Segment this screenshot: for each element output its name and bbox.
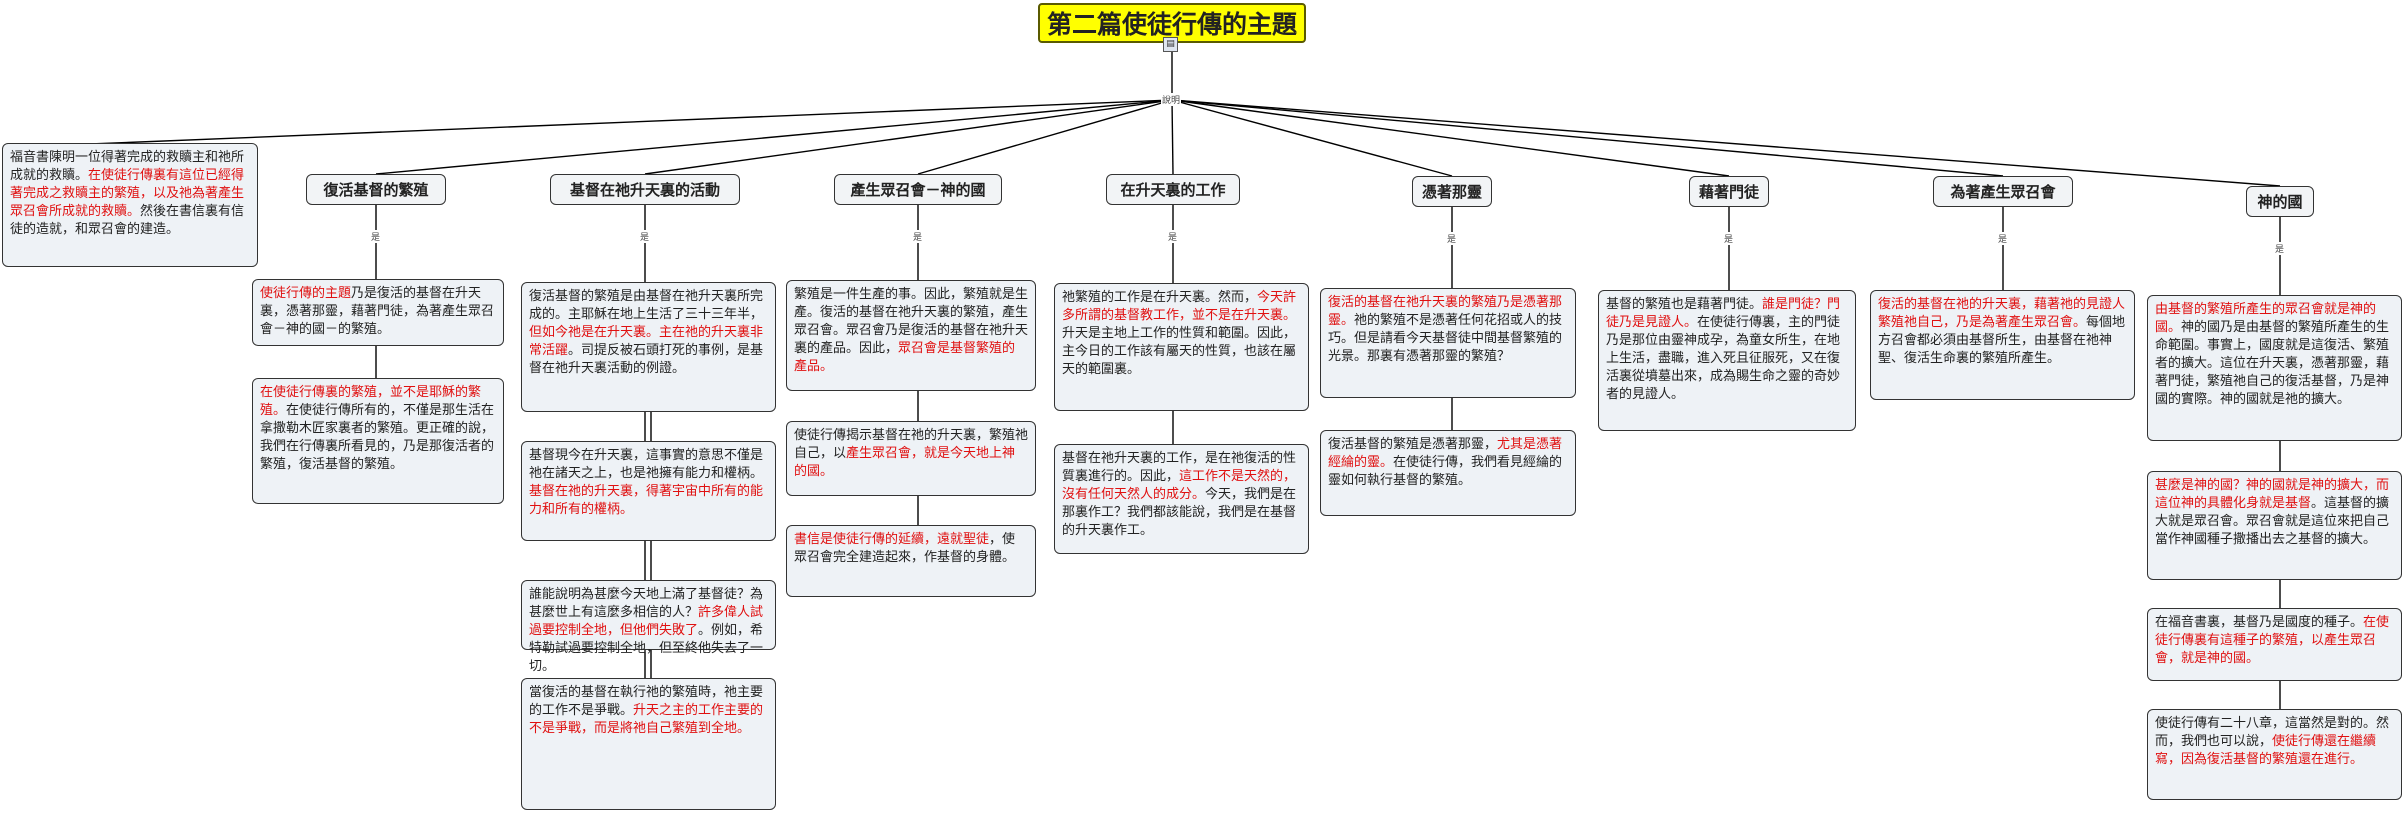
relation-label: 是 [370,230,382,243]
note-b6-1[interactable]: 基督的繁殖也是藉著門徒。誰是門徒？門徒乃是見證人。在使徒行傳裏，主的門徒乃是那位… [1598,290,1856,431]
note-b2-4[interactable]: 當復活的基督在執行祂的繁殖時，祂主要的工作不是爭戰。升天之主的工作主要的不是爭戰… [521,678,776,810]
intro-note[interactable]: 福音書陳明一位得著完成的救贖主和祂所成就的救贖。在使徒行傳裏有這位已經得著完成之… [2,143,258,267]
relation-label: 是 [1997,232,2009,245]
note-text: 升天是主地上工作的性質和範圍。因此，主今日的工作該有屬天的性質，也該在屬天的範圍… [1062,326,1297,377]
note-text: 。這基督的擴大就是眾召會。眾召會就是這位來把自己當作神國種子撒播出去之基督的擴大… [2155,496,2390,547]
note-highlight: 甚麼是神的國？神的國就是神的擴大，而這位神的具體化身就是基督 [2155,478,2390,511]
note-highlight: 產生眾召會，就是今天地上神的國。 [794,446,1016,479]
note-b3-2[interactable]: 使徒行傳揭示基督在祂的升天裏，繁殖祂自己，以產生眾召會，就是今天地上神的國。 [786,421,1036,496]
relation-label: 是 [1723,232,1735,245]
note-highlight: 使徒行傳還在繼續寫，因為復活基督的繁殖還在進行。 [2155,734,2377,767]
note-text: 今天，我們是在那裏作工？我們都該能說，我們是在基督的升天裏作工。 [1062,487,1297,538]
branch-topic-work-in-ascension[interactable]: 在升天裏的工作 [1106,174,1240,205]
relation-label: 是 [639,230,651,243]
relation-label: 是 [912,230,924,243]
note-highlight: 升天之主的工作主要的不是爭戰，而是將祂自己繁殖到全地。 [529,703,764,736]
branch-topic-ascension-activity[interactable]: 基督在祂升天裏的活動 [550,174,740,205]
note-highlight: 尤其是憑著經綸的靈。 [1328,437,1563,470]
note-b4-2[interactable]: 基督在祂升天裏的工作，是在祂復活的性質裏進行的。因此，這工作不是天然的，沒有任何… [1054,444,1309,554]
note-b5-1[interactable]: 復活的基督在祂升天裏的繁殖乃是憑著那靈。祂的繁殖不是憑著任何花招或人的技巧。但是… [1320,288,1576,398]
note-highlight: 基督在祂的升天裏，得著宇宙中所有的能力和所有的權柄。 [529,484,764,517]
note-highlight: 眾召會是基督繁殖的產品。 [794,341,1016,374]
branch-topic-resurrected-christ-reproduction[interactable]: 復活基督的繁殖 [306,174,446,205]
note-text: 在使徒行傳裏，主的門徒乃是那位由靈神成孕，為童女所生，在地上生活，盡職，進入死且… [1606,315,1841,402]
note-text: 當復活的基督在執行祂的繁殖時，祂主要的工作不是爭戰。 [529,685,764,718]
note-text: 基督現今在升天裏，這事實的意思不僅是祂在諸天之上，也是祂擁有能力和權柄。 [529,448,764,481]
note-b8-4[interactable]: 使徒行傳有二十八章，這當然是對的。然而，我們也可以說，使徒行傳還在繼續寫，因為復… [2147,709,2402,800]
note-b7-1[interactable]: 復活的基督在祂的升天裏，藉著祂的見證人繁殖祂自己，乃是為著產生眾召會。每個地方召… [1870,290,2135,400]
relation-label: 是 [1446,232,1458,245]
note-b5-2[interactable]: 復活基督的繁殖是憑著那靈，尤其是憑著經綸的靈。在使徒行傳，我們看見經綸的靈如何執… [1320,430,1576,516]
intro-highlight: 在使徒行傳裏有這位已經得著完成之救贖主的繁殖，以及祂為著產生眾召會所成就的救贖。 [10,168,245,219]
note-b3-1[interactable]: 繁殖是一件生產的事。因此，繁殖就是生產。復活的基督在祂升天裏的繁殖，產生眾召會。… [786,280,1036,391]
note-text: ，使眾召會完全建造起來，作基督的身體。 [794,532,1016,565]
note-b1-2[interactable]: 在使徒行傳裏的繁殖，並不是耶穌的繁殖。在使徒行傳所有的，不僅是那生活在拿撒勒木匠… [252,378,504,504]
note-highlight: 在使徒行傳裏的繁殖，並不是耶穌的繁殖。 [260,385,482,418]
note-text: 繁殖是一件生產的事。因此，繁殖就是生產。復活的基督在祂升天裏的繁殖，產生眾召會。… [794,287,1029,356]
note-text: 神的國乃是由基督的繁殖所產生的生命範圍。事實上，國度就是這復活、繁殖者的擴大。這… [2155,320,2390,407]
note-icon[interactable]: ▤ [1163,37,1178,52]
note-highlight: 使徒行傳的主題 [260,286,352,301]
branch-topic-produce-churches[interactable]: 產生眾召會－神的國 [834,174,1002,205]
note-b2-2[interactable]: 基督現今在升天裏，這事實的意思不僅是祂在諸天之上，也是祂擁有能力和權柄。基督在祂… [521,441,776,541]
hub-label: 說明 [1161,93,1182,106]
note-b8-1[interactable]: 由基督的繁殖所產生的眾召會就是神的國。神的國乃是由基督的繁殖所產生的生命範圍。事… [2147,295,2402,441]
note-text: 誰能說明為甚麼今天地上滿了基督徒？為甚麼世上有這麼多相信的人？ [529,587,764,620]
note-highlight: 由基督的繁殖所產生的眾召會就是神的國。 [2155,302,2377,335]
note-text: 祂繁殖的工作是在升天裏。然而， [1062,290,1258,305]
note-text: 基督的繁殖也是藉著門徒。 [1606,297,1763,312]
note-text: 祂的繁殖不是憑著任何花招或人的技巧。但是請看今天基督徒中間基督繁殖的光景。那裏有… [1328,313,1563,364]
note-highlight: 但如今祂是在升天裏。主在祂的升天裏非常活躍 [529,325,764,358]
note-text: 在使徒行傳所有的，不僅是那生活在拿撒勒木匠家裏者的繁殖。更正確的說，我們在行傳裏… [260,403,495,472]
note-text: 復活基督的繁殖是由基督在祂升天裏所完成的。主耶穌在地上生活了三十三年半， [529,289,764,322]
intro-text: 福音書陳明一位得著完成的救贖主和祂所成就的救贖。 [10,150,245,183]
note-text: 每個地方召會都必須由基督所生，由基督在祂神聖、復活生命裏的繁殖所產生。 [1878,315,2126,366]
relation-label: 是 [1167,230,1179,243]
note-text: 在使徒行傳，我們看見經綸的靈如何執行基督的繁殖。 [1328,455,1563,488]
note-text: 基督在祂升天裏的工作，是在祂復活的性質裏進行的。因此， [1062,451,1297,484]
note-highlight: 這工作不是天然的，沒有任何天然人的成分。 [1062,469,1297,502]
note-b2-1[interactable]: 復活基督的繁殖是由基督在祂升天裏所完成的。主耶穌在地上生活了三十三年半，但如今祂… [521,282,776,412]
branch-topic-for-producing-churches[interactable]: 為著產生眾召會 [1933,176,2073,207]
note-b1-1[interactable]: 使徒行傳的主題乃是復活的基督在升天裏，憑著那靈，藉著門徒，為著產生眾召會－神的國… [252,279,504,346]
note-b8-2[interactable]: 甚麼是神的國？神的國就是神的擴大，而這位神的具體化身就是基督。這基督的擴大就是眾… [2147,471,2402,580]
intro-text: 然後在書信裏有信徒的造就，和眾召會的建造。 [10,204,245,237]
note-b8-3[interactable]: 在福音書裏，基督乃是國度的種子。在使徒行傳裏有這種子的繁殖，以產生眾召會，就是神… [2147,608,2402,681]
branch-topic-kingdom-of-god[interactable]: 神的國 [2246,186,2314,217]
note-highlight: 復活的基督在祂升天裏的繁殖乃是憑著那靈。 [1328,295,1563,328]
note-text: 使徒行傳揭示基督在祂的升天裏，繁殖祂自己，以 [794,428,1029,461]
note-highlight: 許多偉人試過要控制全地，但他們失敗了 [529,605,764,638]
note-highlight: 誰是門徒？門徒乃是見證人。 [1606,297,1841,330]
note-b2-3[interactable]: 誰能說明為甚麼今天地上滿了基督徒？為甚麼世上有這麼多相信的人？許多偉人試過要控制… [521,580,776,674]
branch-topic-through-disciples[interactable]: 藉著門徒 [1689,176,1769,207]
note-highlight: 書信是使徒行傳的延續，遠就聖徒 [794,532,990,547]
note-b4-1[interactable]: 祂繁殖的工作是在升天裏。然而，今天許多所謂的基督教工作，並不是在升天裏。升天是主… [1054,283,1309,411]
root-topic[interactable]: 第二篇使徒行傳的主題 [1038,3,1306,43]
note-highlight: 復活的基督在祂的升天裏，藉著祂的見證人繁殖祂自己，乃是為著產生眾召會。 [1878,297,2126,330]
note-text: 。司提反被石頭打死的事例，是基督在祂升天裏活動的例證。 [529,343,764,376]
note-highlight: 今天許多所謂的基督教工作，並不是在升天裏。 [1062,290,1297,323]
branch-topic-by-the-spirit[interactable]: 憑著那靈 [1412,176,1492,207]
note-text: 。例如，希特勒試過要控制全地，但至終他失去了一切。 [529,623,764,674]
note-b3-3[interactable]: 書信是使徒行傳的延續，遠就聖徒，使眾召會完全建造起來，作基督的身體。 [786,525,1036,597]
note-text: 乃是復活的基督在升天裏，憑著那靈，藉著門徒，為著產生眾召會－神的國－的繁殖。 [260,286,495,337]
note-text: 復活基督的繁殖是憑著那靈， [1328,437,1498,452]
relation-label: 是 [2274,242,2286,255]
note-text: 使徒行傳有二十八章，這當然是對的。然而，我們也可以說， [2155,716,2390,749]
note-text: 在福音書裏，基督乃是國度的種子。 [2155,615,2364,630]
note-highlight: 在使徒行傳裏有這種子的繁殖，以產生眾召會，就是神的國。 [2155,615,2390,666]
